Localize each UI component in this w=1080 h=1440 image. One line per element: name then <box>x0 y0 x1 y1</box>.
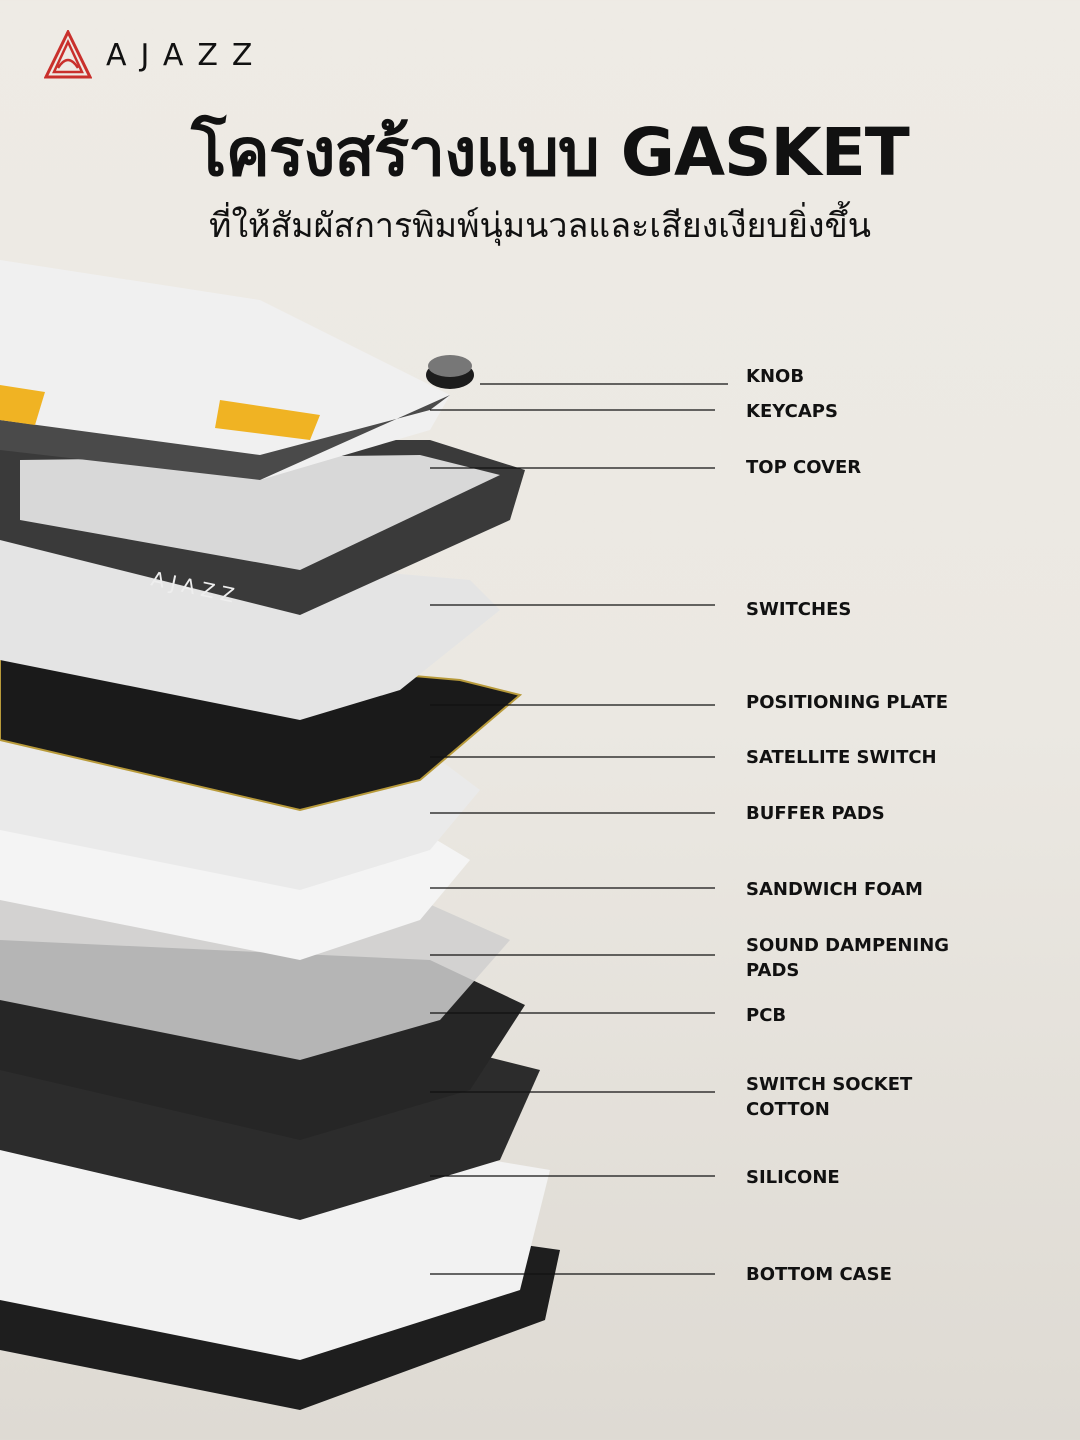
label-bottom-case: BOTTOM CASE <box>746 1264 892 1285</box>
label-knob: KNOB <box>746 366 805 387</box>
accent-keycap <box>215 400 320 440</box>
page-title: โครงสร้างแบบ GASKET <box>191 114 910 191</box>
brand-logo: AJAZZ <box>44 30 266 80</box>
page-subtitle: ที่ให้สัมผัสการพิมพ์นุ่มนวลและเสียงเงียบ… <box>209 206 871 246</box>
keycaps-layer <box>0 260 450 480</box>
switches-layer <box>0 540 500 720</box>
label-sandwich-foam: SANDWICH FOAM <box>746 879 923 900</box>
label-silicone: SILICONE <box>746 1167 840 1188</box>
ajazz-logo-icon <box>44 30 92 79</box>
label-keycaps: KEYCAPS <box>746 401 838 422</box>
brand-name: AJAZZ <box>106 37 267 73</box>
label-pcb: PCB <box>746 1005 787 1026</box>
label-switches: SWITCHES <box>746 599 852 620</box>
accent-keycap <box>0 385 45 425</box>
label-satellite-switch: SATELLITE SWITCH <box>746 747 937 768</box>
label-positioning-plate: POSITIONING PLATE <box>746 692 949 713</box>
label-top-cover: TOP COVER <box>746 457 862 478</box>
label-buffer-pads: BUFFER PADS <box>746 803 885 824</box>
leader-lines <box>430 383 728 1275</box>
